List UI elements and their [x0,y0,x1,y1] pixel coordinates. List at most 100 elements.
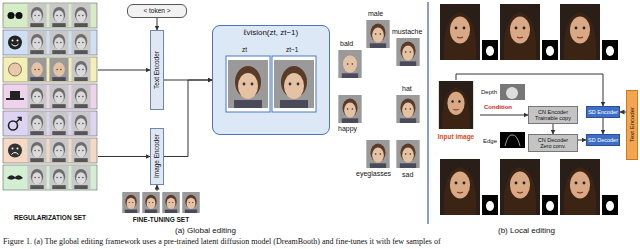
diffusion-model [228,60,268,108]
node-text: ℓvision(zt, zt−1) [244,29,298,38]
encoder-box: Image Encoder [150,128,164,185]
attribute-icons [8,144,22,158]
regularization-rows [3,84,97,109]
regularization-rows [3,3,97,28]
edited-faces [396,140,419,168]
label: bald [340,40,353,48]
set-panel: FINE-TUNING SET [118,191,204,224]
regularization-faces [49,58,68,81]
label: Depth [481,89,497,96]
attribute-icons [12,153,19,155]
local-edit-images [602,195,618,215]
regularization-faces [71,31,90,54]
regularization-faces [27,58,46,81]
attribute-icons [16,12,23,19]
regularization-faces [71,112,90,135]
controlnet-box: CN DecoderZero conv. [528,134,578,152]
attribute-icons [12,148,14,150]
local-edit-images [482,195,498,215]
attribute-icons [12,40,14,42]
attribute-icons [12,44,19,46]
attribute-icons [16,118,21,123]
diffusion-model [226,56,270,112]
attribute-icons [6,12,24,180]
regularization-faces [49,85,68,108]
fine-tuning-images [122,192,200,213]
node-text: Input image [438,133,474,140]
attribute-icons [10,91,20,98]
local-edit-images [500,159,540,215]
fine-tuning-images [142,192,160,213]
attribute-icons [17,40,19,42]
connector [98,70,150,71]
label: Condition [484,104,512,111]
condition-images [506,87,518,99]
local-edit-images [542,195,558,215]
node-text: Image Encoder [153,134,160,178]
label: zt−1 [286,46,298,53]
regularization-faces [49,4,68,27]
token-box: < token > [127,4,187,18]
edited-faces [366,20,389,48]
panel-divider [427,2,428,224]
local-edit-images [440,159,480,215]
regularization-faces [27,4,46,27]
fine-tuning-images [182,192,200,213]
regularization-faces [71,4,90,27]
label: eyeglasses [356,170,391,178]
regularization-faces [27,4,90,189]
node-text: REGULARIZATION SET [14,214,86,221]
controlnet-box: CN EncoderTrainable copy [528,106,578,124]
figure-caption: Figure 1. (a) The global editing framewo… [3,238,441,247]
node-text: Trainable copy [535,115,571,121]
regularization-faces [49,139,68,162]
regularization-rows [3,165,97,190]
diffusion-model [272,56,316,112]
diffusion-box: ℓvision(zt, zt−1) [212,25,330,135]
condition-images [500,84,525,148]
connector [157,18,158,30]
regularization-faces [71,85,90,108]
label: zt [242,46,247,53]
node-text: Text Encoder [629,107,636,142]
regularization-faces [27,166,46,189]
regularization-faces [27,85,46,108]
attribute-icons [15,15,16,16]
label: happy [338,125,357,133]
local-edit-images [560,159,600,215]
regularization-rows [3,57,97,82]
label: mustache [392,28,422,36]
fine-tuning-images [162,192,180,213]
connector [480,115,528,116]
node-text: < token > [143,7,170,14]
local-edit-images [482,40,498,60]
diffusion-model [212,25,330,135]
connector [603,118,604,134]
condition-images [505,135,520,146]
label: male [368,10,383,18]
connector [553,124,554,134]
node-text: SD Decoder [588,137,618,143]
attribute-icons [9,63,22,76]
connector [578,140,586,141]
encoder-box: Text Encoder [150,30,164,110]
node-text: Zero conv. [540,143,566,149]
edited-faces [366,140,389,168]
edited-faces [338,50,361,78]
local-edit-images [542,40,558,60]
local-edit-images [440,4,480,60]
edited-faces [396,95,419,123]
label: (b) Local editing [498,227,555,236]
regularization-faces [27,139,46,162]
regularization-faces [49,166,68,189]
edited-faces [396,38,419,66]
regularization-rows [3,111,97,136]
node-text: CN Encoder [538,109,568,115]
edited-faces [338,95,361,123]
image-node: Input image [432,80,480,140]
sd-box: SD Decoder [586,134,620,146]
regularization-rows [3,138,97,163]
